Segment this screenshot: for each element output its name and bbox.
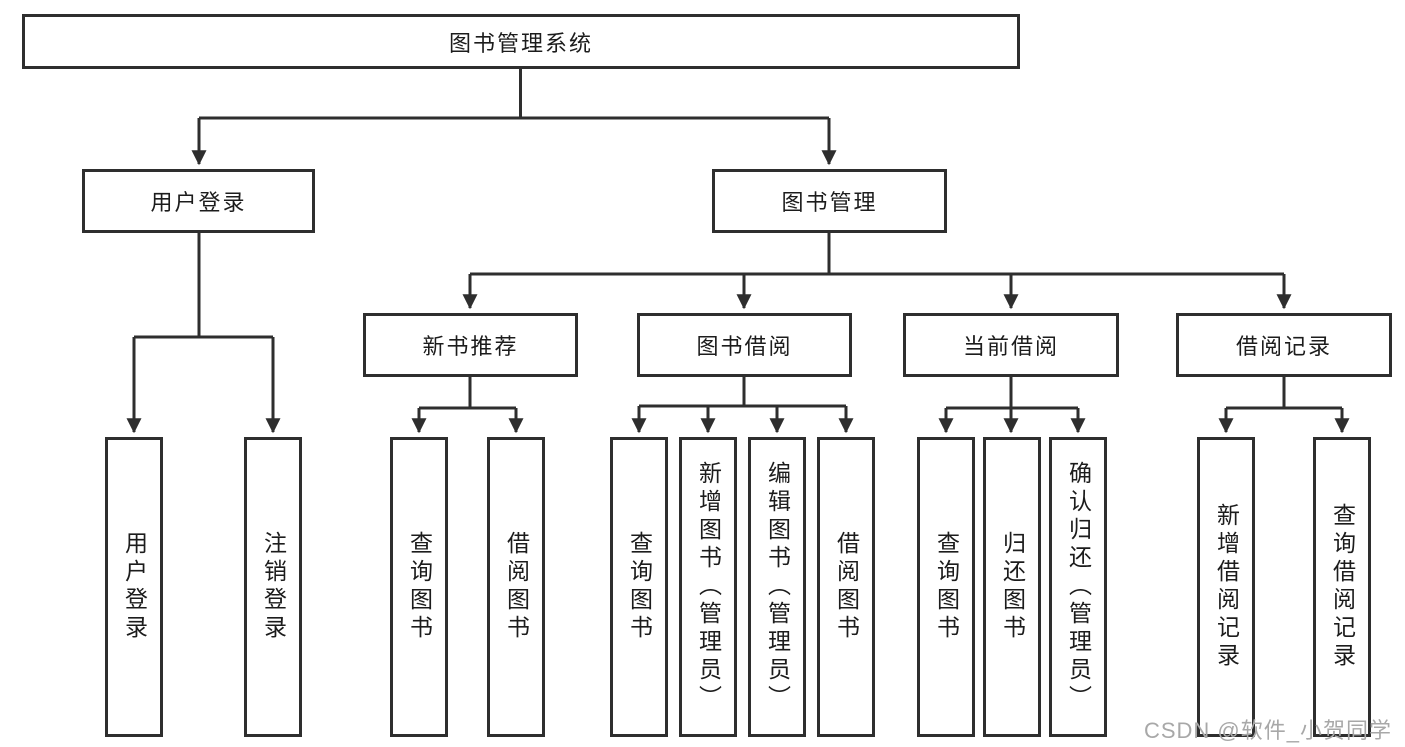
node-user-login: 用户登录 (82, 169, 315, 233)
leaf-add-book-admin: 新增图书（管理员） (679, 437, 737, 737)
node-book-borrow: 图书借阅 (637, 313, 852, 377)
leaf-borrow-query-book-label: 查询图书 (626, 531, 653, 643)
leaf-user-login: 用户登录 (105, 437, 163, 737)
edge-rails (134, 69, 1342, 410)
leaf-confirm-return-admin: 确认归还（管理员） (1049, 437, 1107, 737)
node-borrow-record: 借阅记录 (1176, 313, 1392, 377)
node-new-book-recommend-label: 新书推荐 (422, 334, 519, 359)
leaf-add-book-admin-label: 新增图书（管理员） (695, 461, 722, 713)
leaf-recommend-query-book: 查询图书 (390, 437, 448, 737)
leaf-confirm-return-admin-label: 确认归还（管理员） (1065, 461, 1092, 713)
leaf-query-borrow-record-label: 查询借阅记录 (1329, 503, 1356, 671)
leaf-recommend-query-book-label: 查询图书 (406, 531, 433, 643)
leaf-logout-login: 注销登录 (244, 437, 302, 737)
leaf-return-book: 归还图书 (983, 437, 1041, 737)
node-book-management: 图书管理 (712, 169, 947, 233)
node-library-system-label: 图书管理系统 (448, 30, 593, 56)
leaf-edit-book-admin: 编辑图书（管理员） (748, 437, 806, 737)
node-book-borrow-label: 图书借阅 (696, 334, 793, 359)
node-borrow-record-label: 借阅记录 (1235, 334, 1332, 359)
leaf-borrow-borrow-book-label: 借阅图书 (833, 531, 860, 643)
node-library-system: 图书管理系统 (22, 14, 1020, 69)
leaf-user-login-label: 用户登录 (121, 531, 148, 643)
leaf-add-borrow-record: 新增借阅记录 (1197, 437, 1255, 737)
node-user-login-label: 用户登录 (150, 190, 247, 215)
node-new-book-recommend: 新书推荐 (363, 313, 578, 377)
leaf-add-borrow-record-label: 新增借阅记录 (1213, 503, 1240, 671)
leaf-current-query-book: 查询图书 (917, 437, 975, 737)
leaf-logout-login-label: 注销登录 (260, 531, 287, 643)
leaf-borrow-borrow-book: 借阅图书 (817, 437, 875, 737)
leaf-return-book-label: 归还图书 (999, 531, 1026, 643)
node-book-management-label: 图书管理 (781, 190, 878, 215)
leaf-borrow-query-book: 查询图书 (610, 437, 668, 737)
node-current-borrow-label: 当前借阅 (962, 334, 1059, 359)
leaf-query-borrow-record: 查询借阅记录 (1313, 437, 1371, 737)
leaf-edit-book-admin-label: 编辑图书（管理员） (764, 461, 791, 713)
node-current-borrow: 当前借阅 (903, 313, 1119, 377)
leaf-recommend-borrow-book-label: 借阅图书 (503, 531, 530, 643)
leaf-recommend-borrow-book: 借阅图书 (487, 437, 545, 737)
leaf-current-query-book-label: 查询图书 (933, 531, 960, 643)
